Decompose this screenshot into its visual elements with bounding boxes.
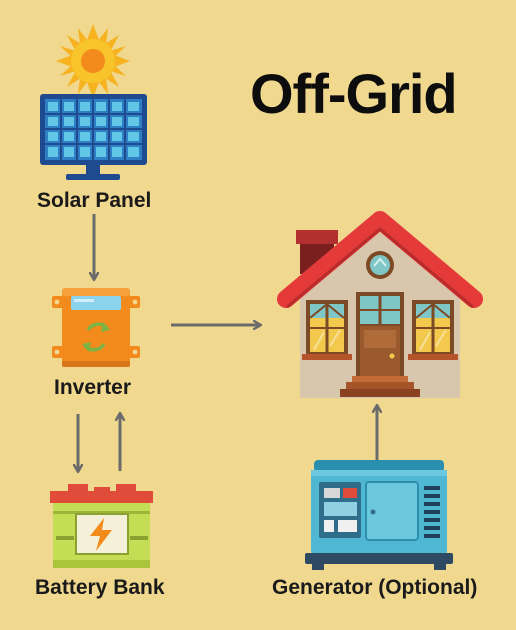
solar-panel-label: Solar Panel: [37, 189, 152, 212]
inverter-label: Inverter: [54, 376, 132, 399]
diagram-title: Off-Grid: [250, 62, 458, 125]
solar-panel-icon: [40, 94, 147, 180]
house-icon: [277, 211, 483, 398]
battery-bank-label: Battery Bank: [35, 576, 165, 599]
generator-icon: [305, 460, 453, 570]
sun-icon: [56, 24, 130, 98]
battery-icon: [50, 484, 153, 568]
inverter-icon: [52, 288, 140, 367]
generator-label: Generator (Optional): [272, 576, 478, 599]
